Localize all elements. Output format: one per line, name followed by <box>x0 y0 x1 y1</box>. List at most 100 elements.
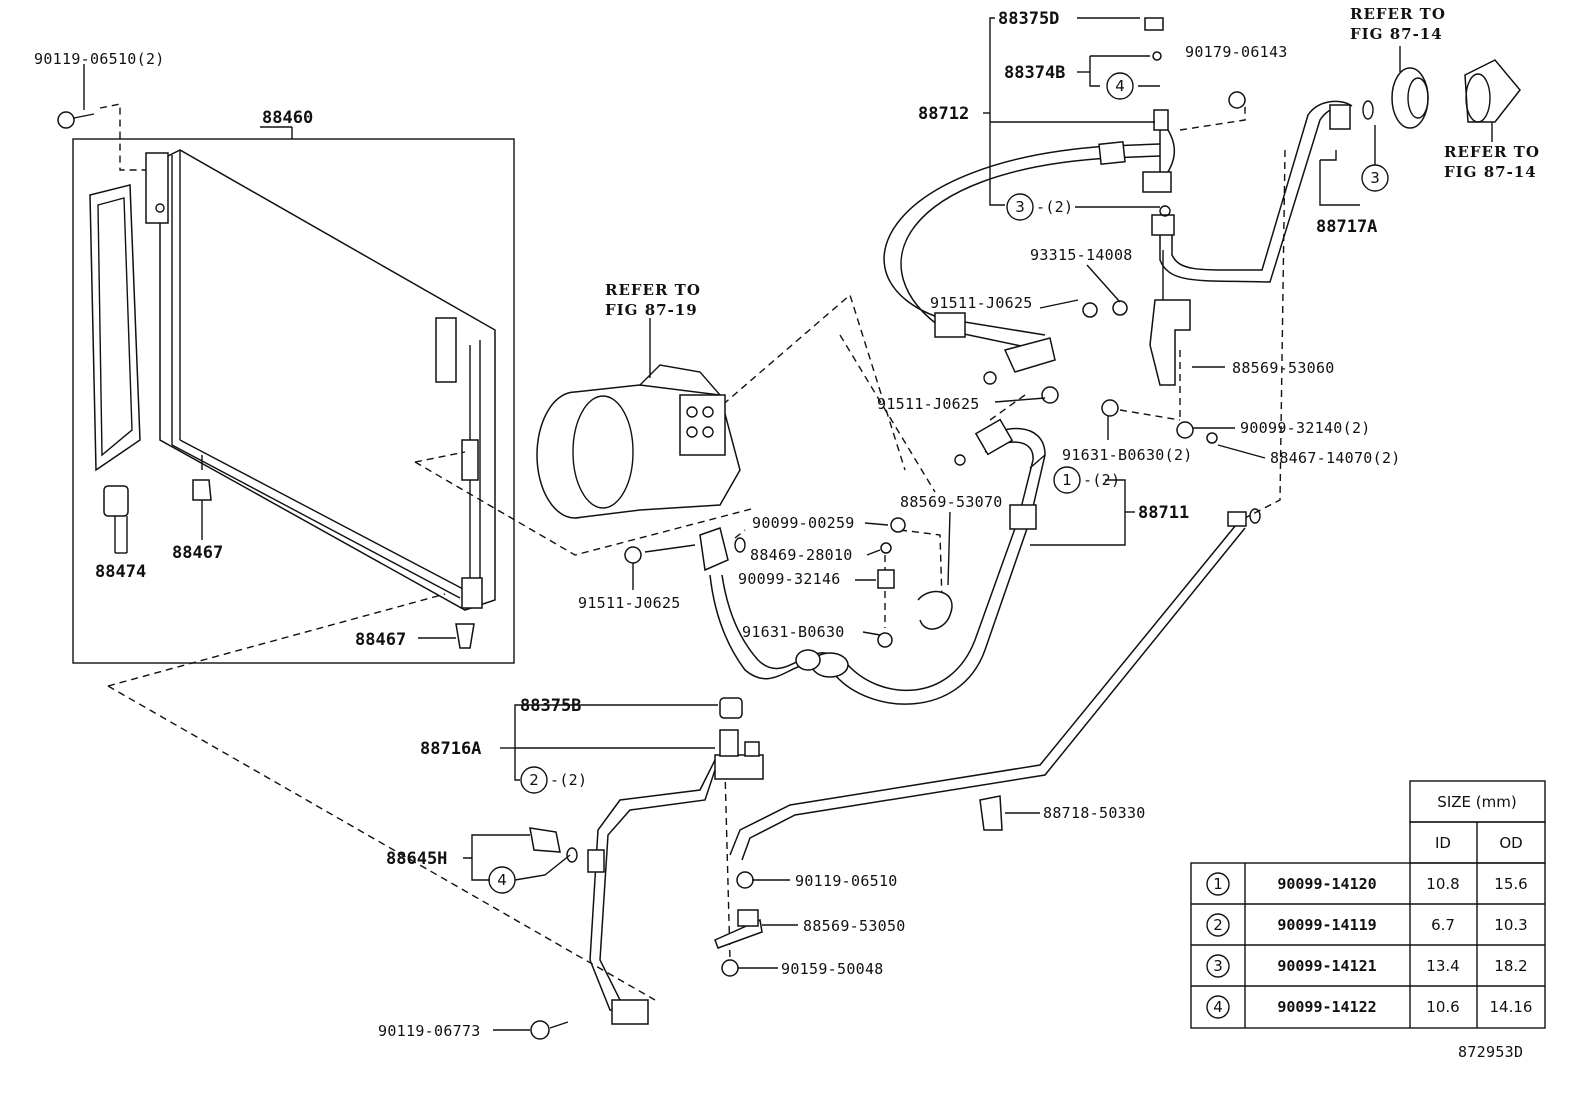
label-90099-32140-2: 90099-32140(2) <box>1240 419 1371 437</box>
label-88460: 88460 <box>262 108 313 128</box>
table-row-od: 10.3 <box>1494 916 1527 934</box>
label-qty-2-b: -(2) <box>1083 471 1120 489</box>
label-88711: 88711 <box>1138 503 1189 523</box>
o-ring-size-table: SIZE (mm) ID OD 1 90099-14120 10.8 15.6 … <box>1190 780 1546 1029</box>
label-qty-2-c: -(2) <box>550 771 587 789</box>
expansion-valve-seal <box>1391 67 1429 129</box>
compressor-group <box>536 318 741 519</box>
label-90119-06773: 90119-06773 <box>378 1022 481 1040</box>
table-row-part: 90099-14122 <box>1277 998 1376 1016</box>
nut-90179-06143-icon <box>1228 91 1246 109</box>
condenser-group <box>57 64 515 664</box>
condenser-box-frame <box>72 138 515 664</box>
callout-2-text: 2 <box>529 771 539 789</box>
table-col-id: ID <box>1435 834 1451 852</box>
table-row: 4 90099-14122 10.6 14.16 <box>1206 995 1533 1019</box>
table-row: 2 90099-14119 6.7 10.3 <box>1206 913 1528 937</box>
label-refer-to-compressor: REFER TO <box>605 281 701 299</box>
label-fig-87-14-top: FIG 87-14 <box>1350 25 1443 43</box>
label-90159-50048: 90159-50048 <box>781 960 884 978</box>
label-93315-14008: 93315-14008 <box>1030 246 1133 264</box>
label-91511-J0625-a: 91511-J0625 <box>930 294 1033 312</box>
table-row-key: 3 <box>1213 957 1223 975</box>
table-header-size: SIZE (mm) <box>1437 793 1516 811</box>
fitting-88716A <box>714 754 764 780</box>
table-row-part: 90099-14120 <box>1277 875 1376 893</box>
label-90119-06510: 90119-06510 <box>795 872 898 890</box>
callout-2 <box>520 766 548 794</box>
part-88467-bolt-b <box>455 623 475 649</box>
diagram-code: 872953D <box>1458 1043 1523 1061</box>
callout-3-right-text: 3 <box>1370 169 1380 187</box>
part-88474-plug <box>103 485 129 517</box>
bolt-90119-06510-icon <box>57 111 75 129</box>
table-row-part: 90099-14121 <box>1277 957 1376 975</box>
label-88716A: 88716A <box>420 739 481 759</box>
callout-4-top-text: 4 <box>1115 77 1125 95</box>
fitting-88712 <box>1142 171 1172 193</box>
label-88717A: 88717A <box>1316 217 1377 237</box>
table-row-key: 4 <box>1213 998 1223 1016</box>
label-88569-53060: 88569-53060 <box>1232 359 1335 377</box>
label-91631-B0630-2: 91631-B0630(2) <box>1062 446 1193 464</box>
label-88375B: 88375B <box>520 696 581 716</box>
label-88718-50330: 88718-50330 <box>1043 804 1146 822</box>
label-refer-to-valve-top: REFER TO <box>1350 5 1446 23</box>
label-88712: 88712 <box>918 104 969 124</box>
dashed-leaders <box>107 100 1286 1001</box>
part-88467-bolt-a <box>192 479 212 501</box>
label-88569-53050: 88569-53050 <box>803 917 906 935</box>
callout-3-right <box>1361 164 1389 192</box>
table-row-part: 90099-14119 <box>1277 916 1376 934</box>
label-88467-b: 88467 <box>355 630 406 650</box>
table-row-id: 6.7 <box>1431 916 1455 934</box>
label-qty-2-a: -(2) <box>1036 198 1073 216</box>
label-88375D: 88375D <box>998 9 1059 29</box>
table-row-id: 13.4 <box>1426 957 1459 975</box>
table-row-key: 1 <box>1213 875 1223 893</box>
label-91631-B0630: 91631-B0630 <box>742 623 845 641</box>
label-88569-53070: 88569-53070 <box>900 493 1003 511</box>
clamp-88718-50330 <box>979 795 1003 831</box>
label-90179-06143: 90179-06143 <box>1185 43 1288 61</box>
callout-4-bottom <box>488 866 516 894</box>
label-91511-J0625-c: 91511-J0625 <box>578 594 681 612</box>
receiver-dryer-panel <box>89 184 141 472</box>
callout-1-text: 1 <box>1062 471 1072 489</box>
table-row-od: 14.16 <box>1490 998 1533 1016</box>
label-88374B: 88374B <box>1004 63 1065 83</box>
label-91511-J0625-b: 91511-J0625 <box>877 395 980 413</box>
callout-3-left <box>1006 193 1034 221</box>
pressure-switch-88645H <box>529 827 561 853</box>
table-row-od: 18.2 <box>1494 957 1527 975</box>
label-88645H: 88645H <box>386 849 447 869</box>
label-88474: 88474 <box>95 562 146 582</box>
table-row: 3 90099-14121 13.4 18.2 <box>1206 954 1528 978</box>
compressor-port-block <box>679 394 726 456</box>
label-refer-to-valve-right: REFER TO <box>1444 143 1540 161</box>
table-row-key: 2 <box>1213 916 1223 934</box>
label-88469-28010: 88469-28010 <box>750 546 853 564</box>
callout-1 <box>1053 466 1081 494</box>
bolt-90119-06773-icon <box>530 1020 550 1040</box>
table-row-id: 10.8 <box>1426 875 1459 893</box>
label-88467-14070-2: 88467-14070(2) <box>1270 449 1401 467</box>
label-90119-06510-2: 90119-06510(2) <box>34 50 165 68</box>
table-row-id: 10.6 <box>1426 998 1459 1016</box>
callout-4-top <box>1106 72 1134 100</box>
callout-4-bottom-text: 4 <box>497 871 507 889</box>
table-row-od: 15.6 <box>1494 875 1527 893</box>
label-90099-00259: 90099-00259 <box>752 514 855 532</box>
label-90099-32146: 90099-32146 <box>738 570 841 588</box>
expansion-valve-body <box>1464 59 1521 123</box>
table-row: 1 90099-14120 10.8 15.6 <box>1206 872 1528 896</box>
callout-3-left-text: 3 <box>1015 198 1025 216</box>
label-fig-87-14-right: FIG 87-14 <box>1444 163 1537 181</box>
table-col-od: OD <box>1499 834 1522 852</box>
pipes <box>529 17 1521 1040</box>
callout-circles: 4 3 3 1 2 4 <box>488 72 1389 894</box>
label-88467-a: 88467 <box>172 543 223 563</box>
part-labels: 90119-06510(2) 88460 88474 88467 88467 R… <box>34 5 1540 1061</box>
label-fig-87-19: FIG 87-19 <box>605 301 698 319</box>
